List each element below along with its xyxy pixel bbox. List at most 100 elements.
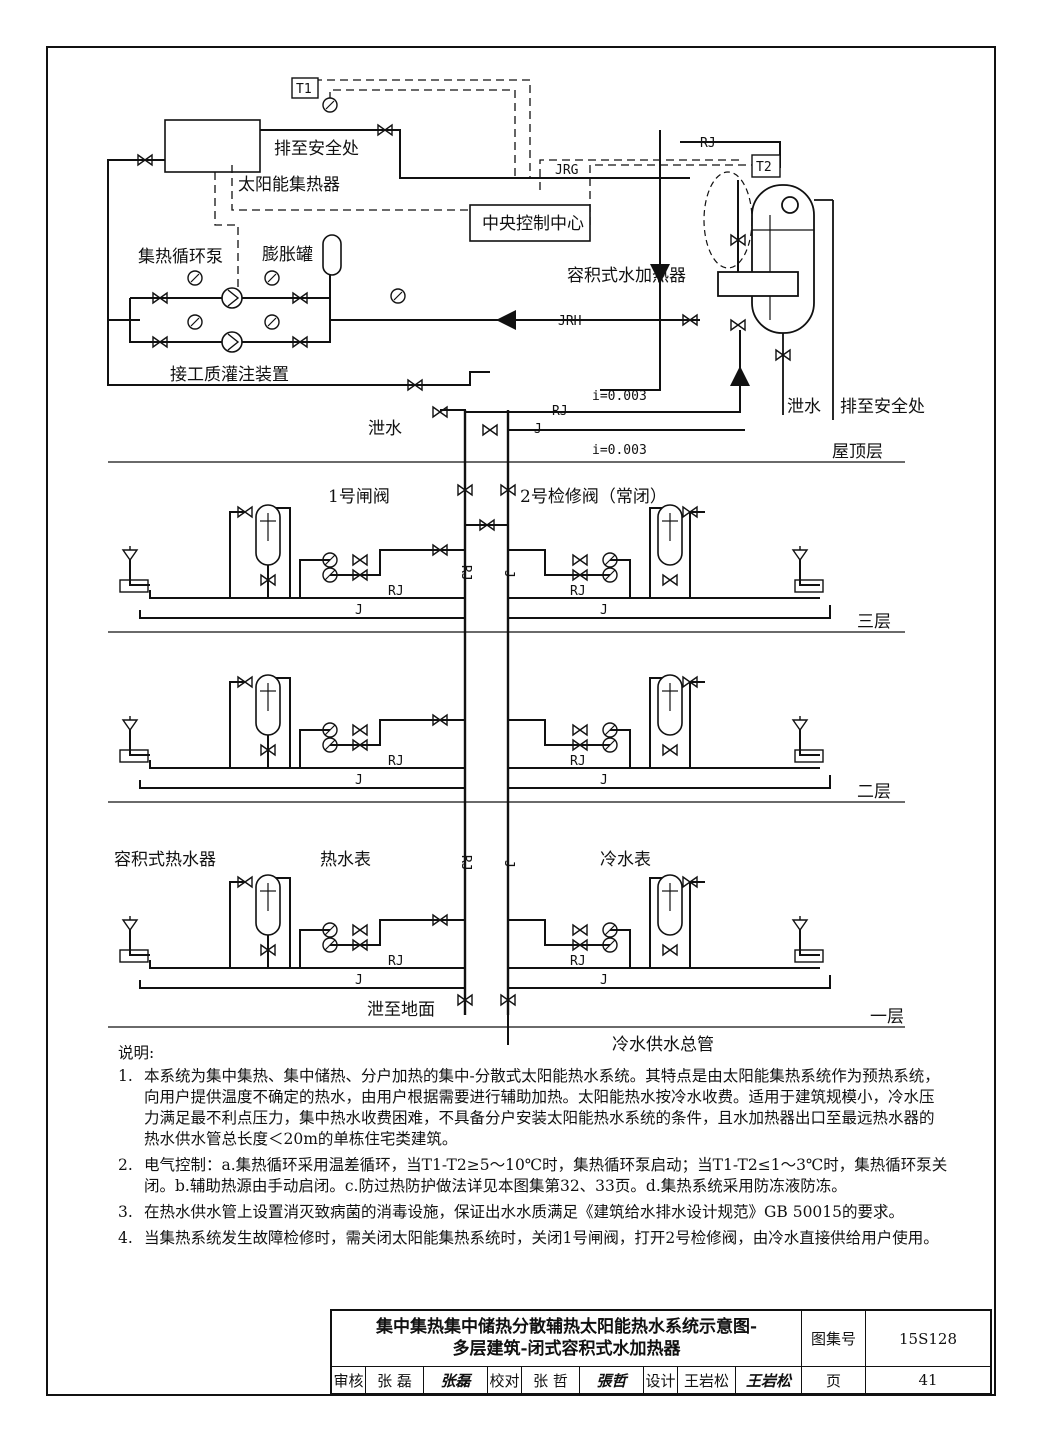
label-j-roof: J bbox=[534, 422, 542, 437]
riser-label-rj: RJ bbox=[458, 565, 473, 581]
checker-signature: 張哲 bbox=[580, 1367, 644, 1393]
water-heater-icon bbox=[255, 674, 281, 736]
pipe-segment bbox=[139, 780, 465, 789]
label-cold-meter: 冷水表 bbox=[600, 850, 651, 870]
label-hot-meter: 热水表 bbox=[320, 850, 371, 870]
water-heater-icon bbox=[657, 674, 683, 736]
shower-icon bbox=[792, 915, 808, 931]
pipe-segment bbox=[508, 719, 610, 746]
riser-label-j: J bbox=[501, 860, 516, 868]
pipe-segment bbox=[139, 980, 465, 989]
note-text: 本系统为集中集热、集中储热、分户加热的集中-分散式太阳能热水系统。其特点是由太阳… bbox=[144, 1067, 940, 1148]
label-expansion-tank: 膨胀罐 bbox=[262, 245, 313, 265]
pipe-segment bbox=[508, 605, 831, 619]
storage-water-heater bbox=[703, 171, 834, 420]
circulation-pump-icon bbox=[221, 331, 243, 353]
valve-icon bbox=[432, 406, 448, 418]
review-label: 审核 bbox=[332, 1367, 366, 1393]
pipe-label-rj: RJ bbox=[570, 754, 586, 769]
pipe-segment bbox=[299, 929, 330, 968]
water-heater-icon bbox=[657, 874, 683, 936]
pipe-label-j: J bbox=[600, 603, 608, 618]
fixture-box bbox=[119, 949, 149, 963]
note-item: 1. 本系统为集中集热、集中储热、分户加热的集中-分散式太阳能热水系统。其特点是由… bbox=[118, 1066, 948, 1150]
label-fill-device: 接工质灌注装置 bbox=[170, 365, 289, 385]
pipe-label-rj: RJ bbox=[570, 954, 586, 969]
solar-collector-box bbox=[164, 119, 261, 173]
title-line-1: 集中集热集中储热分散辅热太阳能热水系统示意图- bbox=[375, 1317, 758, 1337]
page-label: 页 bbox=[802, 1367, 866, 1393]
label-rj-roof: RJ bbox=[552, 404, 568, 419]
pipe-segment bbox=[299, 729, 330, 768]
note-number: 2. bbox=[118, 1156, 133, 1174]
label-valve-1: 1号闸阀 bbox=[328, 487, 390, 507]
pipe-label-rj: RJ bbox=[388, 954, 404, 969]
design-label: 设计 bbox=[644, 1367, 678, 1393]
label-drain-safe-right: 排至安全处 bbox=[840, 397, 925, 417]
note-number: 1. bbox=[118, 1067, 133, 1085]
shower-icon bbox=[792, 715, 808, 731]
label-drain-safe-top: 排至安全处 bbox=[274, 139, 359, 159]
valve-icon bbox=[482, 424, 498, 436]
riser-label-j: J bbox=[501, 570, 516, 578]
note-text: 电气控制：a.集热循环采用温差循环，当T1-T2≥5～10℃时，集热循环泵启动；… bbox=[144, 1156, 948, 1195]
label-central-control: 中央控制中心 bbox=[482, 214, 584, 234]
pipe-label-rj: RJ bbox=[388, 754, 404, 769]
label-circ-pump: 集热循环泵 bbox=[138, 247, 223, 267]
pipe-segment bbox=[508, 549, 610, 576]
shower-icon bbox=[122, 915, 138, 931]
note-item: 4.当集热系统发生故障检修时，需关闭太阳能集热系统时，关闭1号闸阀，打开2号检修… bbox=[118, 1228, 948, 1249]
t2-sensor-box bbox=[751, 154, 781, 178]
pipe-segment bbox=[129, 930, 150, 956]
fixture-box bbox=[119, 749, 149, 763]
pipe-label-rj: RJ bbox=[388, 584, 404, 599]
pipe-segment bbox=[799, 560, 820, 586]
note-number: 4. bbox=[118, 1229, 133, 1247]
label-cold-main: 冷水供水总管 bbox=[612, 1035, 714, 1055]
water-heater-icon bbox=[657, 504, 683, 566]
label-storage-heater: 容积式水加热器 bbox=[567, 266, 686, 286]
drawing-border bbox=[46, 46, 996, 1396]
gauge-icon bbox=[187, 270, 203, 286]
label-floor-3: 三层 bbox=[857, 612, 891, 632]
checker-name: 张 哲 bbox=[522, 1367, 580, 1393]
note-text: 在热水供水管上设置消灭致病菌的消毒设施，保证出水水质满足《建筑给水排水设计规范》… bbox=[144, 1203, 905, 1221]
label-slope-1: i=0.003 bbox=[592, 389, 647, 404]
label-t1: T1 bbox=[296, 82, 312, 97]
valve-icon bbox=[352, 554, 368, 566]
valve-icon bbox=[352, 924, 368, 936]
pipe-segment bbox=[149, 590, 465, 599]
shower-icon bbox=[122, 545, 138, 561]
gauge-icon bbox=[187, 314, 203, 330]
page-number: 41 bbox=[918, 1371, 938, 1389]
shower-icon bbox=[122, 715, 138, 731]
fixture-box bbox=[794, 579, 824, 593]
fixture-box bbox=[794, 949, 824, 963]
valve-icon bbox=[662, 744, 678, 756]
pipe-label-rj: RJ bbox=[570, 584, 586, 599]
pipe-segment bbox=[689, 881, 705, 968]
label-floor-1: 一层 bbox=[870, 1007, 904, 1027]
expansion-tank bbox=[322, 234, 342, 276]
pipe-label-j: J bbox=[600, 773, 608, 788]
reviewer-name: 张 磊 bbox=[366, 1367, 424, 1393]
gauge-icon bbox=[264, 270, 280, 286]
pipe-segment bbox=[229, 881, 245, 968]
pipe-segment bbox=[689, 511, 705, 598]
label-storage-water-heater: 容积式热水器 bbox=[114, 850, 216, 870]
pipe-label-j: J bbox=[355, 973, 363, 988]
pipe-segment bbox=[508, 975, 831, 989]
pipe-segment bbox=[129, 730, 150, 756]
pipe-segment bbox=[149, 760, 465, 769]
shower-icon bbox=[792, 545, 808, 561]
label-t2: T2 bbox=[756, 160, 772, 175]
designer-name: 王岩松 bbox=[678, 1367, 736, 1393]
label-solar-collector: 太阳能集热器 bbox=[238, 175, 340, 195]
pipe-segment bbox=[229, 511, 245, 598]
designer-signature: 王岩松 bbox=[736, 1367, 802, 1393]
pipe-segment bbox=[799, 730, 820, 756]
label-floor-2: 二层 bbox=[857, 782, 891, 802]
atlas-number: 15S128 bbox=[866, 1311, 990, 1367]
